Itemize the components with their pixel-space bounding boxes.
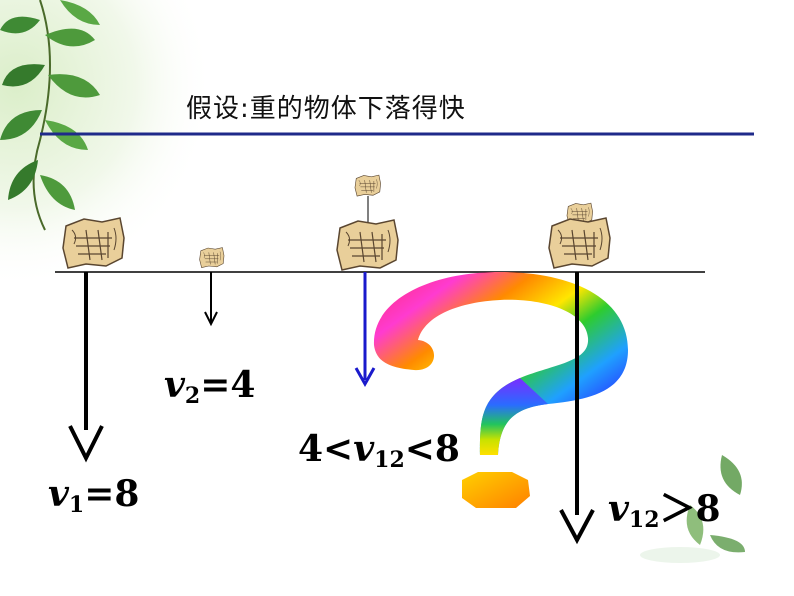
- leaf-branch-icon: [0, 0, 100, 231]
- arrow-v12-greater: [559, 272, 595, 545]
- label-v1: v1=8: [48, 473, 140, 518]
- stone-icon: [354, 174, 381, 197]
- arrow-v1: [68, 272, 104, 463]
- stone-icon: [62, 217, 125, 269]
- stone-icon: [199, 247, 225, 268]
- stone-icon: [336, 219, 399, 271]
- stone-icon: [548, 217, 611, 269]
- arrow-v2: [204, 272, 218, 327]
- label-v12-greater: v12＞8: [608, 488, 721, 533]
- label-v2: v2=4: [164, 364, 256, 409]
- label-v12-between: 4<v12<8: [298, 428, 460, 473]
- leaf-icon: [640, 455, 745, 563]
- arrow-v12-between: [354, 272, 376, 388]
- page-title: 假设:重的物体下落得快: [186, 94, 466, 124]
- background-glow: [0, 0, 330, 340]
